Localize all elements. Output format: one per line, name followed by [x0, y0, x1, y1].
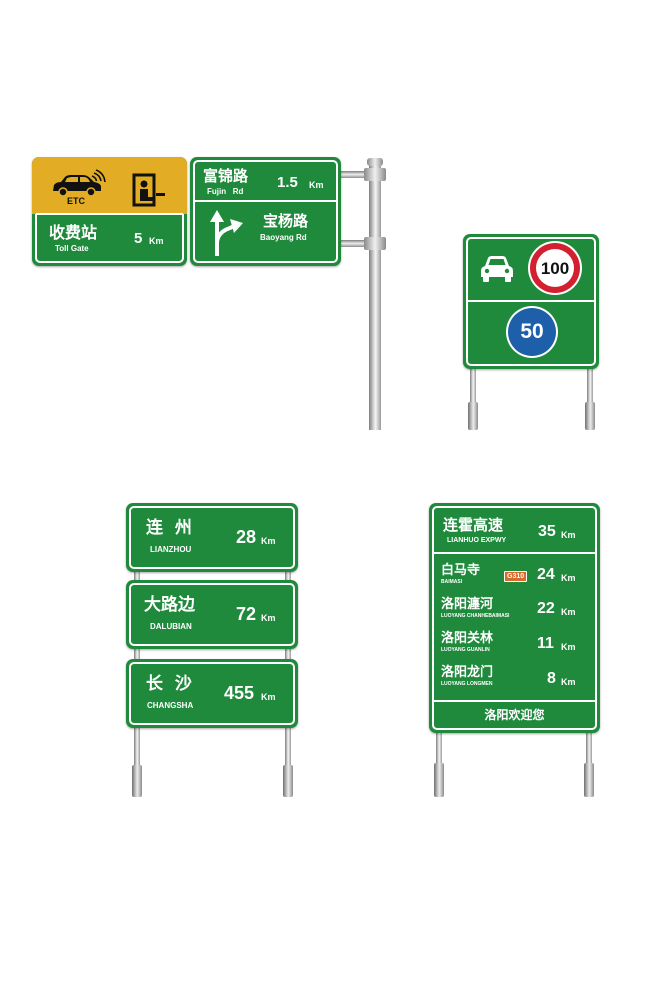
minimum-speed-sign: 50 — [508, 308, 556, 356]
destination-1-en: LIANZHOU — [150, 545, 192, 554]
destination-sign-2: 大路边 DALUBIAN 72 Km — [126, 580, 298, 649]
max-speed-value: 100 — [540, 259, 570, 278]
route-header-zh: 连霍高速 — [443, 516, 504, 534]
split-arrow-icon — [208, 206, 246, 262]
route-item-1-zh: 白马寺 — [441, 563, 481, 578]
route-header-en: LIANHUO EXPWY — [447, 537, 507, 544]
route-item-4-en: LUOYANG LONGMEN — [441, 681, 493, 687]
toll-gate-distance: 5 — [134, 230, 143, 247]
direction-sign-fujin: 富锦路 Fujin Rd 1.5 Km 宝杨路 Baoyang Rd — [190, 157, 341, 266]
gantry-clamp-bottom — [364, 237, 386, 250]
destination-1-distance: 28 — [236, 527, 257, 547]
car-icon — [50, 169, 108, 203]
road2-en: Baoyang Rd — [260, 233, 307, 242]
route-sign-post-left — [436, 725, 442, 765]
gantry-clamp-top — [364, 168, 386, 181]
destination-2-en: DALUBIAN — [150, 622, 192, 631]
destination-1-zh: 连 州 — [146, 518, 192, 538]
route-header-unit: Km — [561, 530, 576, 540]
speed-sign-divider — [467, 300, 595, 302]
route-item-2-unit: Km — [561, 607, 576, 617]
route-item-3-distance: 11 — [537, 635, 554, 652]
route-item-2-zh: 洛阳瀍河 — [441, 597, 494, 612]
g310-route-badge: G310 — [504, 571, 528, 582]
gantry-arm-top — [336, 171, 376, 178]
destination-2-distance: 72 — [236, 604, 257, 624]
min-speed-value: 50 — [520, 320, 544, 343]
destination-2-unit: Km — [261, 613, 276, 623]
destination-3-distance: 455 — [224, 683, 255, 703]
route-item-4-zh: 洛阳龙门 — [441, 665, 494, 680]
speed-sign-foot-right — [585, 402, 595, 430]
destination-1-unit: Km — [261, 536, 276, 546]
speed-sign-post-right — [587, 365, 593, 425]
toll-gate-sign: ETC 收费站 Toll Gate 5 Km — [32, 157, 187, 266]
route-item-3-en: LUOYANG GUANLIN — [441, 647, 490, 653]
route-item-4-distance: 8 — [547, 670, 556, 687]
stack-sign-foot-right — [283, 765, 293, 797]
destination-3-unit: Km — [261, 692, 276, 702]
speed-sign-post-left — [470, 365, 476, 425]
speed-limit-sign: 100 — [530, 243, 580, 293]
route-item-1-en: BAIMASI — [441, 579, 463, 585]
toll-gate-zh: 收费站 — [49, 223, 98, 242]
toll-sign-divider — [36, 213, 183, 215]
gantry-arm-bottom — [336, 240, 376, 247]
route-sign-foot-left — [434, 763, 444, 797]
destination-sign-3: 长 沙 CHANGSHA 455 Km — [126, 659, 298, 728]
route-footer-welcome: 洛阳欢迎您 — [484, 708, 545, 722]
destination-2-zh: 大路边 — [144, 595, 195, 615]
route-item-2-distance: 22 — [537, 600, 555, 617]
stack-sign-foot-left — [132, 765, 142, 797]
direction-sign-divider — [194, 200, 337, 202]
route-header-distance: 35 — [538, 523, 556, 540]
route-item-1-distance: 24 — [537, 566, 555, 583]
route-sign-foot-right — [584, 763, 594, 797]
toll-booth-icon — [132, 173, 168, 211]
route-sign-post-right — [586, 725, 592, 765]
route-item-1-unit: Km — [561, 573, 576, 583]
route-item-2-en: LUOYANG CHANHEBAIMASI — [441, 613, 510, 619]
gantry-pole — [369, 162, 381, 430]
road2-zh: 宝杨路 — [263, 212, 309, 230]
route-item-3-unit: Km — [561, 642, 576, 652]
road1-unit: Km — [309, 180, 324, 190]
toll-gate-en: Toll Gate — [55, 244, 89, 253]
route-sign-divider-bottom — [433, 700, 596, 702]
speed-limit-sign-board: 100 50 — [463, 234, 599, 369]
car-icon — [479, 254, 515, 288]
destination-sign-1: 连 州 LIANZHOU 28 Km — [126, 503, 298, 572]
gantry-pole-cap — [367, 158, 383, 166]
route-sign-divider-top — [433, 552, 596, 554]
toll-gate-unit: Km — [149, 236, 164, 246]
road1-distance: 1.5 — [277, 174, 298, 191]
destination-3-zh: 长 沙 — [146, 674, 192, 694]
route-item-4-unit: Km — [561, 677, 576, 687]
road1-en: Fujin Rd — [207, 187, 244, 196]
road1-zh: 富锦路 — [203, 167, 249, 185]
speed-sign-foot-left — [468, 402, 478, 430]
destination-3-en: CHANGSHA — [147, 701, 194, 710]
route-item-3-zh: 洛阳关林 — [441, 631, 494, 646]
etc-label: ETC — [67, 196, 85, 206]
route-sign-board: 连霍高速 LIANHUO EXPWY 35 Km 白马寺 BAIMASI G31… — [429, 503, 600, 733]
